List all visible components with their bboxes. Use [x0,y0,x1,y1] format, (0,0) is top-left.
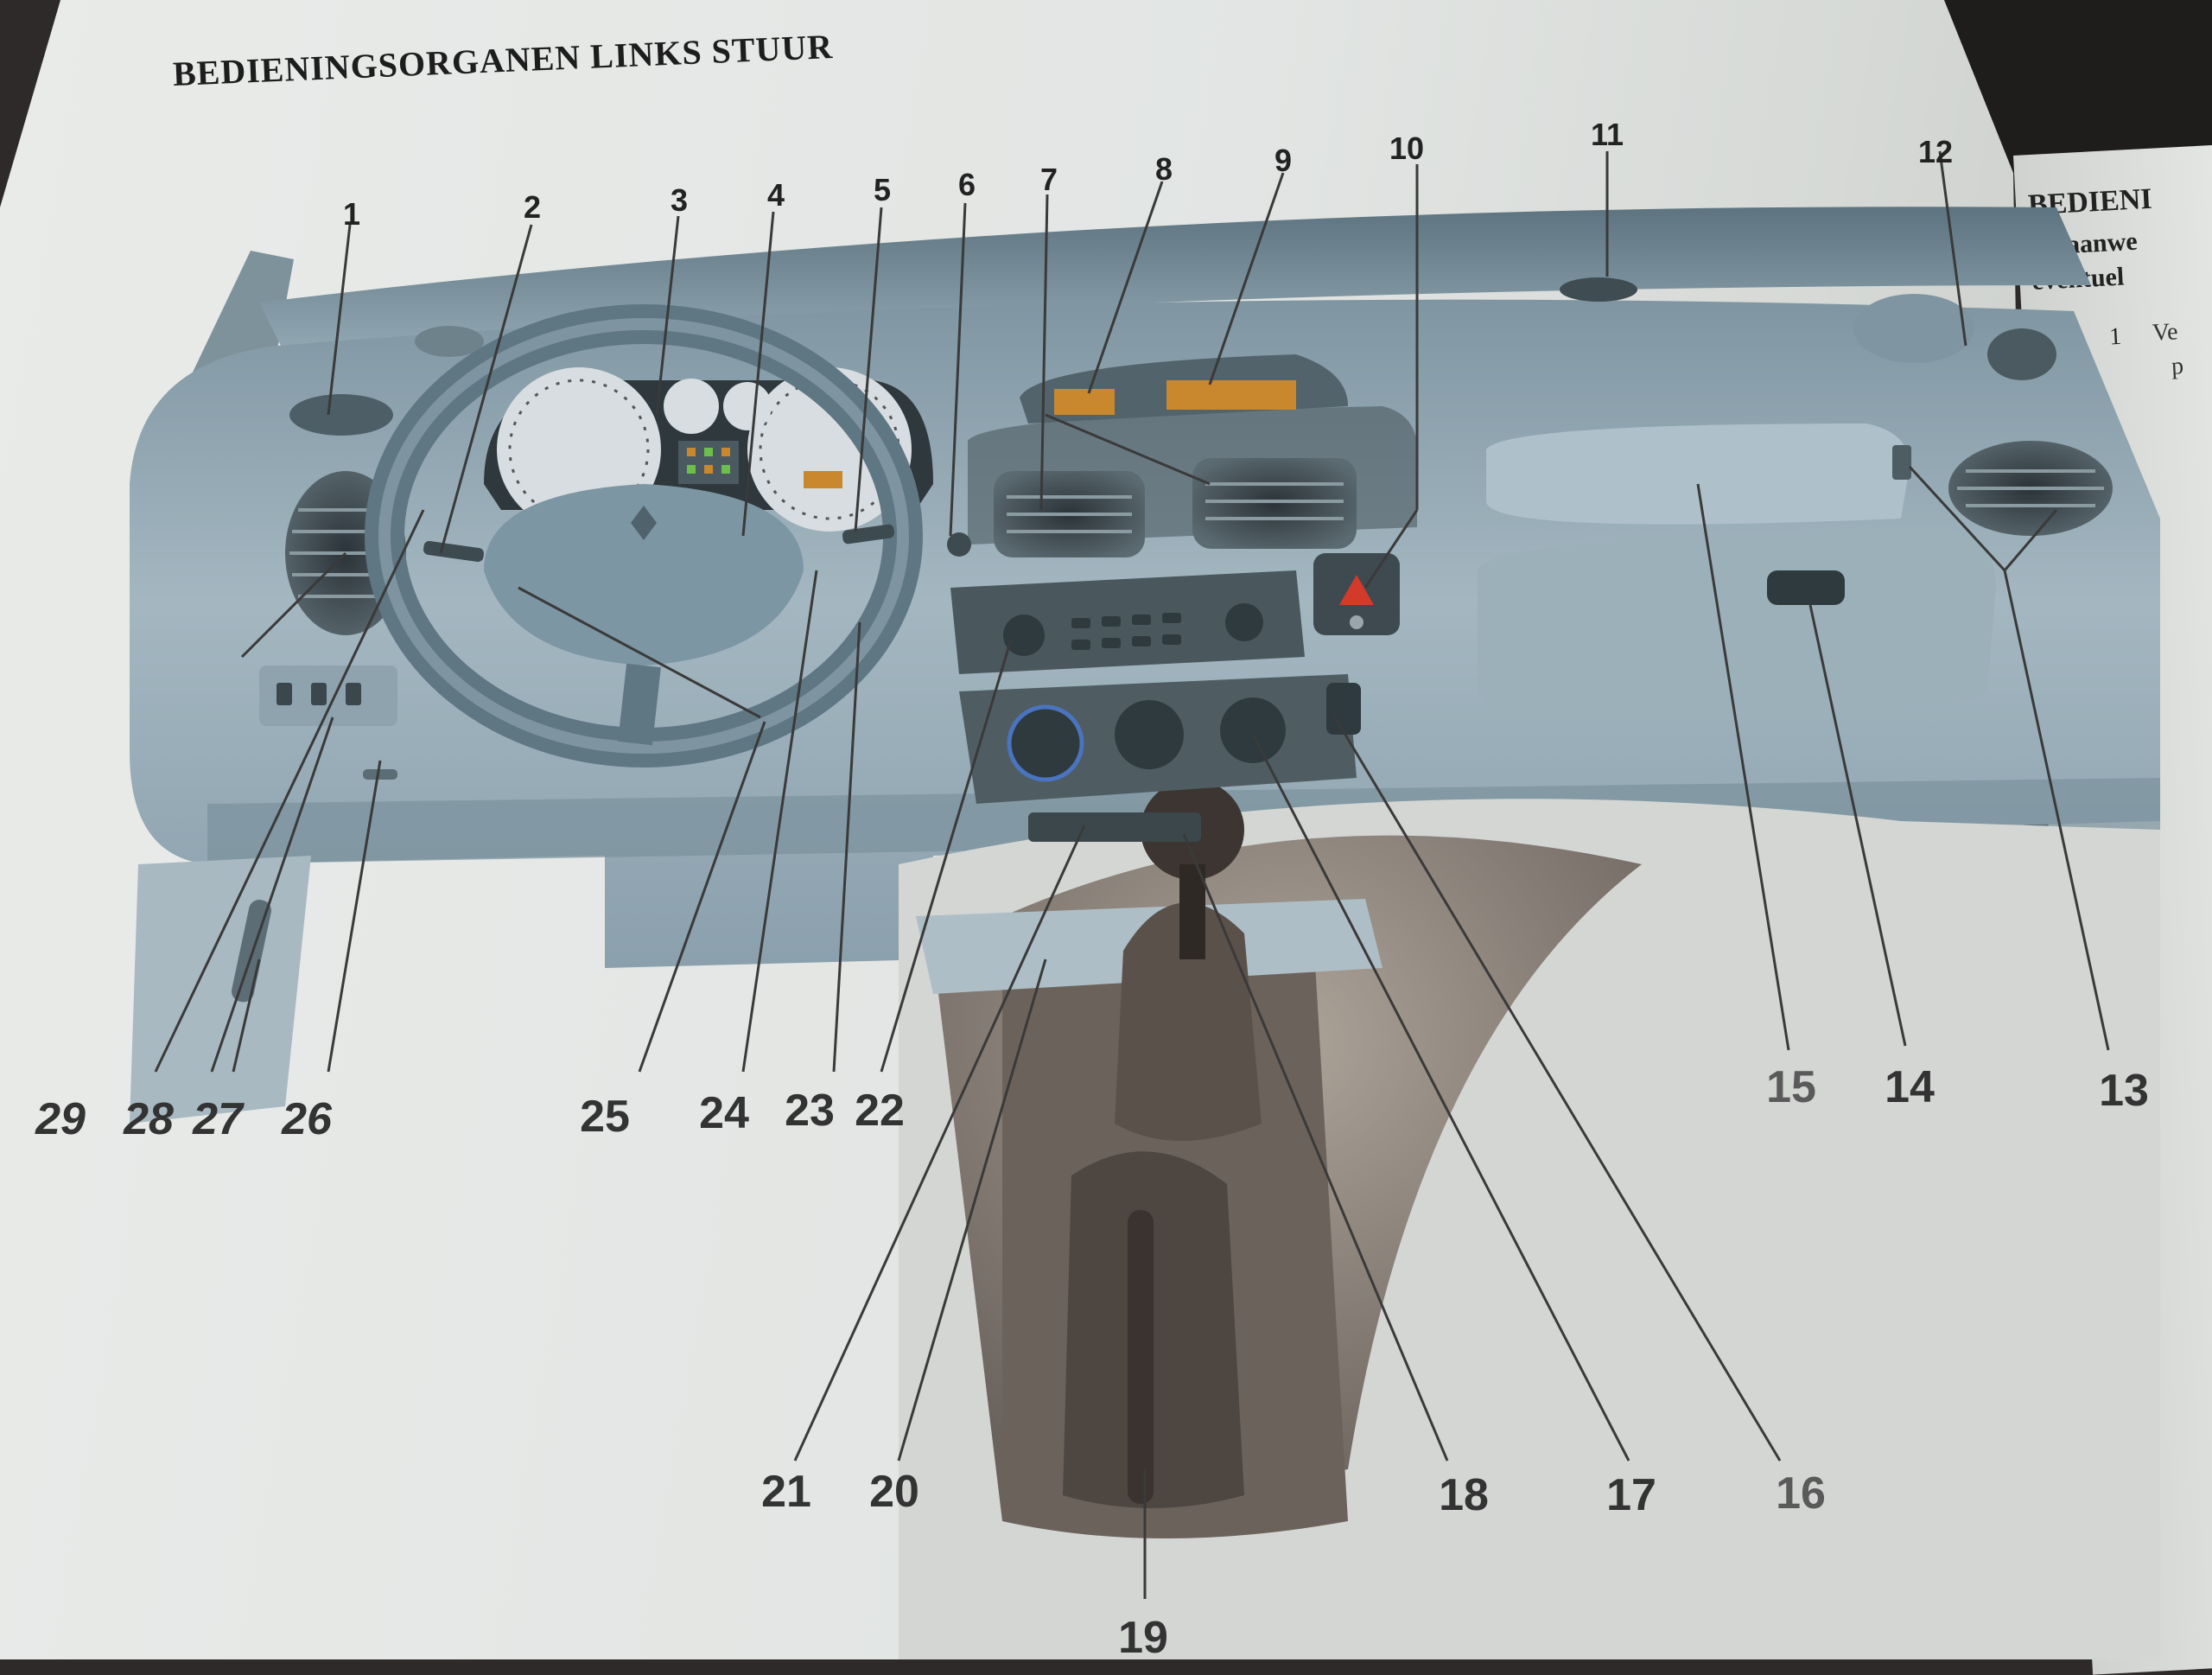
callout-1: 1 [342,196,361,232]
callout-9: 9 [1274,143,1293,178]
door-trim [130,856,311,1124]
fuel-gauge [664,379,719,434]
callout-25: 25 [580,1092,630,1142]
tweeter-right [1853,294,1974,363]
right-side-window-demister [1987,328,2056,380]
vent-adjuster [1892,445,1911,480]
leader-lines [154,150,2110,1599]
radio-tuning-knob [1225,603,1263,641]
hazard-indicator-led [1350,615,1363,629]
gear-stick [1179,864,1205,959]
callout-12: 12 [1917,134,1954,169]
steering-wheel-hub-airbag [484,484,804,666]
air-distribution-knob [1115,700,1184,769]
callout-5: 5 [873,172,892,207]
callout-26: 26 [282,1094,332,1144]
radio-volume-knob [1003,615,1045,656]
fan-speed-knob [1220,697,1286,763]
passenger-airbag-cover [1486,424,1910,525]
callout-7: 7 [1039,162,1058,197]
left-switch-panel [259,666,397,726]
side-window-demister [289,394,393,436]
callout-8: 8 [1154,151,1173,187]
callout-20: 20 [869,1467,919,1517]
callout-28: 28 [124,1094,174,1144]
callout-22: 22 [855,1086,905,1136]
callout-23: 23 [785,1086,835,1136]
tweeter-left [415,326,484,357]
fuse-box-cover [363,769,397,780]
handbrake-lever [1128,1210,1154,1504]
callout-4: 4 [766,177,785,213]
wiper-stalk-tip [947,532,971,557]
left-stalk [423,540,484,563]
callout-15: 15 [1766,1062,1816,1112]
temperature-knob [1007,704,1084,782]
callout-27: 27 [193,1094,243,1144]
glovebox [1478,527,1996,717]
windscreen-demister-vent [1560,277,1637,302]
odometer-display [804,471,842,488]
callout-10: 10 [1389,131,1425,166]
callout-19: 19 [1118,1613,1168,1663]
callout-16: 16 [1776,1468,1826,1519]
callout-24: 24 [699,1088,749,1138]
cigarette-lighter-ashtray [1028,812,1201,842]
clock-display [1054,389,1115,415]
callout-17: 17 [1606,1470,1656,1520]
warning-lights [678,441,739,484]
callout-6: 6 [957,167,976,202]
hazard-warning-icon [1339,575,1374,605]
steering-wheel-spoke [618,663,661,746]
callout-3: 3 [670,182,689,218]
callout-11: 11 [1590,117,1624,152]
callout-18: 18 [1439,1470,1489,1520]
callout-13: 13 [2099,1066,2149,1116]
callout-14: 14 [1885,1062,1935,1112]
callout-29: 29 [35,1094,86,1144]
callout-2: 2 [523,189,542,225]
info-display [1166,380,1296,410]
callout-21: 21 [761,1467,811,1517]
temperature-gauge [723,382,772,430]
gear-lever-boot [1115,902,1262,1141]
glovebox-handle [1767,570,1845,605]
recirculation-switch [1326,683,1361,735]
center-air-vent-right [1192,458,1357,549]
renault-logo-icon [631,506,657,540]
